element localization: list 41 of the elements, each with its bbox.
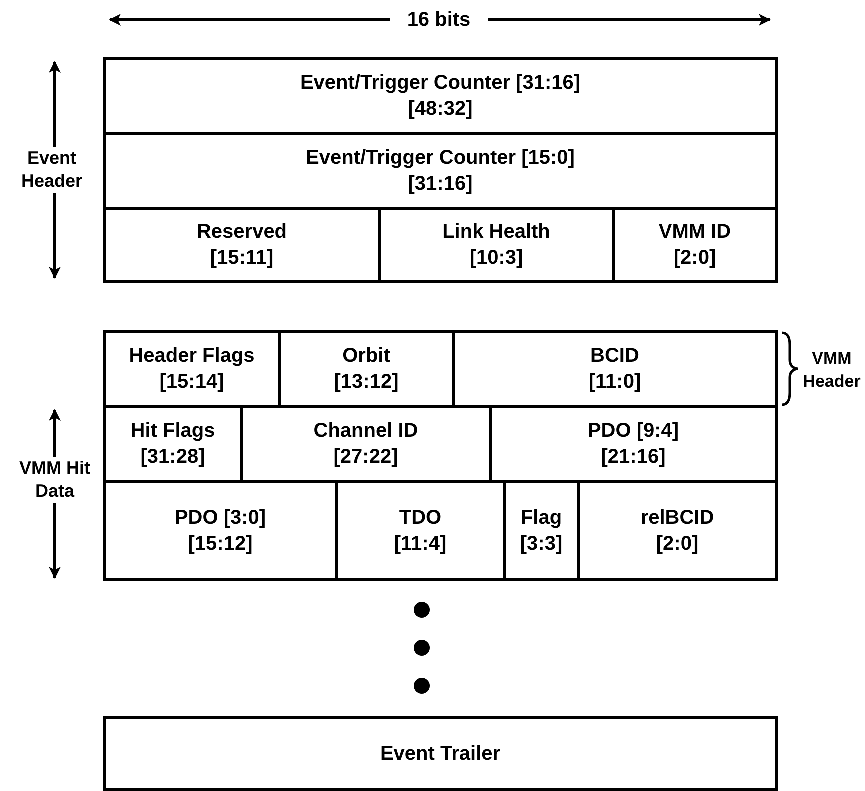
bit-range: [13:12] bbox=[334, 370, 399, 395]
field-name: VMM ID bbox=[658, 220, 732, 245]
field-name: Flag bbox=[520, 506, 562, 530]
bit-range: [3:3] bbox=[520, 532, 563, 556]
field-cell bbox=[452, 330, 778, 408]
field-name: Orbit bbox=[342, 344, 390, 369]
field-name: Event/Trigger Counter [31:16] bbox=[300, 71, 581, 96]
field-name: Hit Flags bbox=[130, 419, 216, 444]
field-name: relBCID bbox=[640, 506, 714, 530]
field-name: TDO bbox=[399, 506, 442, 530]
field-cell bbox=[103, 57, 778, 135]
bit-range: [21:16] bbox=[601, 445, 666, 470]
field-name: Link Health bbox=[442, 220, 550, 245]
section-label: VMM Header bbox=[802, 348, 862, 393]
field-cell bbox=[103, 132, 778, 210]
bit-range: [2:0] bbox=[656, 532, 699, 556]
bit-range: [15:14] bbox=[160, 370, 224, 395]
bit-range: [2:0] bbox=[674, 246, 716, 271]
bit-range: [31:28] bbox=[140, 445, 206, 470]
field-cell bbox=[577, 480, 778, 581]
field-cell bbox=[103, 716, 778, 791]
field-name: BCID bbox=[590, 344, 640, 369]
field-cell bbox=[103, 207, 381, 283]
field-name: Event/Trigger Counter [15:0] bbox=[306, 146, 575, 171]
bit-range: [11:4] bbox=[394, 532, 447, 556]
field-name: PDO [3:0] bbox=[174, 506, 266, 530]
field-name: Channel ID bbox=[314, 419, 418, 444]
field-name: Reserved bbox=[196, 220, 288, 245]
field-name: Header Flags bbox=[129, 344, 255, 369]
bit-range: [15:12] bbox=[188, 532, 253, 556]
bit-range: [10:3] bbox=[470, 246, 524, 271]
bit-range: [31:16] bbox=[408, 172, 473, 197]
bit-range: [11:0] bbox=[588, 370, 642, 395]
field-cell bbox=[103, 480, 338, 581]
field-cell bbox=[612, 207, 778, 283]
field-name: PDO [9:4] bbox=[588, 419, 680, 444]
bit-range: [15:11] bbox=[210, 246, 274, 271]
field-cell bbox=[103, 330, 281, 408]
bit-range: [48:32] bbox=[408, 97, 473, 122]
bit-range: [27:22] bbox=[334, 445, 398, 470]
field-name: Event Trailer bbox=[380, 742, 501, 766]
